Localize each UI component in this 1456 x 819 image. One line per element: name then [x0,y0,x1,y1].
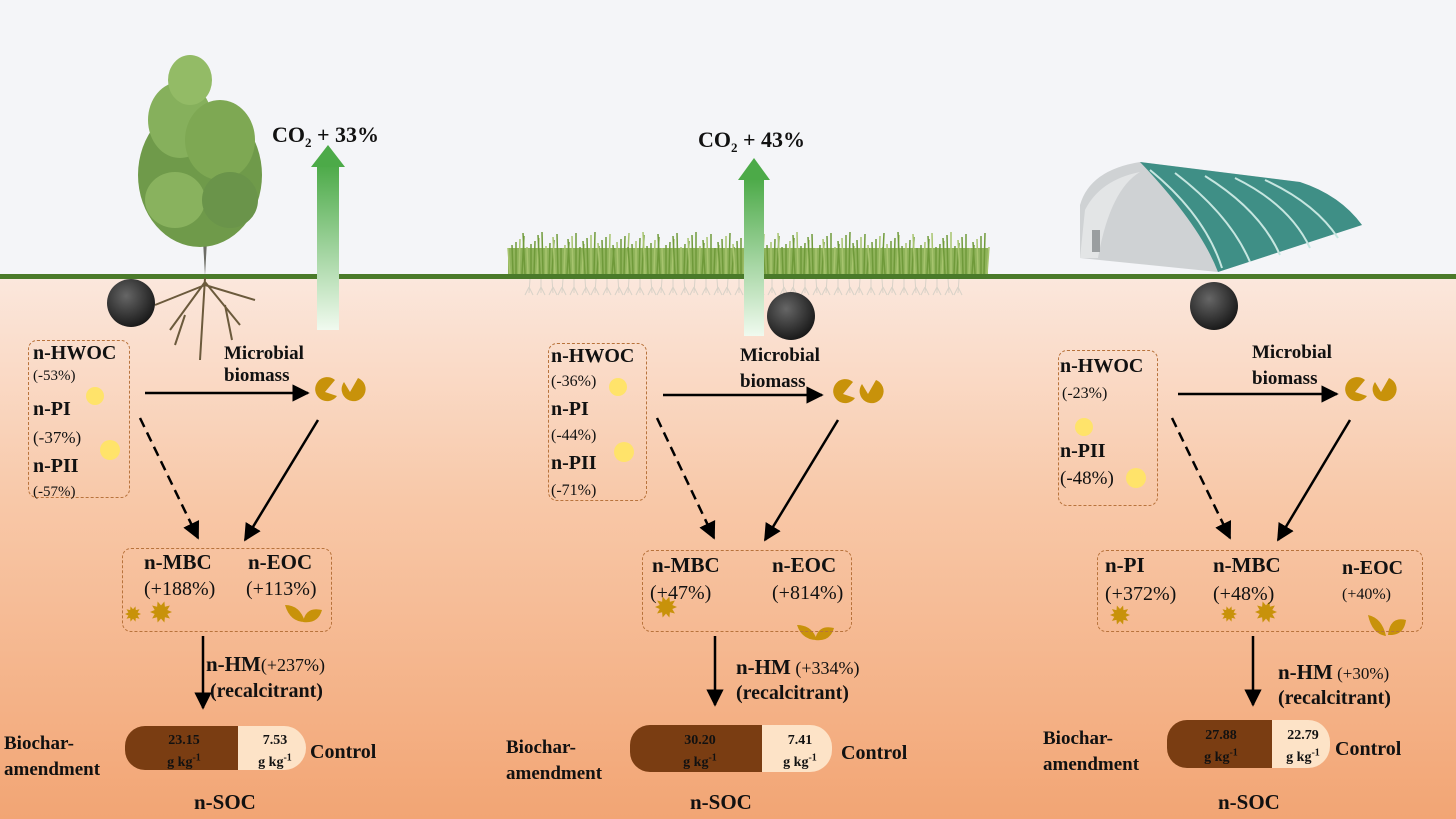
co2-arrow-icon [738,158,770,336]
soc-label-3: n-SOC [1218,790,1280,814]
label-n-mbc-1: n-MBC [144,550,212,574]
hm-label-3: n-HM (+30%) [1278,660,1390,684]
control-label-1: Control [310,741,377,763]
biochar-particle-icon [767,292,815,340]
label-n-pi-2: n-PI [551,398,589,420]
microbial-biomass-label-1: Microbial biomass [224,343,304,386]
recalcitrant-label-1: (recalcitrant) [210,680,323,702]
decreased-carbon-box-1 [28,340,130,498]
value-n-pii-2: (-71%) [551,482,597,499]
tree-icon [138,55,262,361]
decreased-carbon-box-2 [548,343,647,501]
control-soc-bar-1 [238,726,306,770]
label-n-pii-1: n-PII [33,455,79,477]
greenhouse-icon [1080,162,1362,272]
value-n-hwoc-1: (-53%) [33,368,76,384]
unit-exponent: -1 [283,752,292,763]
biochar-soc-bar-3 [1167,720,1275,768]
hm-label-2: n-HM (+334%) [736,655,860,679]
recalcitrant-label-3: (recalcitrant) [1278,687,1391,709]
nutrient-dot-icon [86,378,1146,488]
value-n-pi-3: (+372%) [1105,583,1177,605]
biochar-particle-icon [1190,282,1238,330]
co2-arrow-icon [311,145,345,330]
star-burst-icon [150,601,172,623]
label-n-pii-3: n-PII [1060,440,1106,462]
value-n-pi-1: (-37%) [33,428,82,447]
microbial-biomass-label-2: Microbial biomass [740,345,820,392]
soc-label-2: n-SOC [690,790,752,814]
label-n-eoc-1: n-EOC [248,550,313,574]
microbial-biomass-label-3: Microbial biomass [1252,342,1332,389]
value-n-mbc-2: (+47%) [650,582,712,604]
co2-label-2: CO2 + 43% [698,127,806,155]
increased-carbon-box-3 [1097,550,1423,632]
star-burst-icon [125,596,1277,625]
hm-label-1: n-HM(+237%) [206,652,325,676]
label-n-hwoc-2: n-HWOC [551,345,635,367]
soc-label-1: n-SOC [194,790,256,814]
star-burst-icon [1221,606,1237,622]
unit-exponent: -1 [808,752,817,763]
co2-label-1: CO2 + 33% [272,122,380,150]
value-n-mbc-1: (+188%) [144,578,216,600]
decreased-carbon-box-3 [1058,350,1158,506]
value-n-eoc-1: (+113%) [246,578,317,600]
value-n-eoc-2: (+814%) [772,582,844,604]
label-n-pi-1: n-PI [33,398,71,420]
value-n-eoc-3: (+40%) [1342,586,1392,603]
star-burst-icon [655,596,677,618]
increased-carbon-box-2 [642,550,852,632]
label-n-pii-2: n-PII [551,452,597,474]
control-soc-bar-3 [1272,720,1330,768]
label-n-hwoc-3: n-HWOC [1060,355,1144,377]
label-n-eoc-2: n-EOC [772,553,837,577]
increased-carbon-box-1 [122,548,332,632]
star-burst-icon [1255,601,1277,623]
recalcitrant-label-2: (recalcitrant) [736,682,849,704]
biochar-soc-bar-1 [125,726,240,770]
unit-exponent: -1 [1229,747,1238,758]
biochar-particle-icon [107,279,155,327]
control-label-2: Control [841,742,908,764]
microbial-biomass-icon [315,377,1397,404]
label-n-mbc-3: n-MBC [1213,553,1281,577]
unit-exponent: -1 [1311,747,1320,758]
ground-line [0,274,1456,279]
star-burst-icon [1110,605,1130,625]
control-soc-bar-2 [762,725,832,772]
biochar-soc-bar-2 [630,725,765,772]
biochar-label-3: Biochar-amendment [1043,728,1140,775]
value-n-pii-1: (-57%) [33,484,76,500]
star-burst-icon [125,606,141,622]
value-n-hwoc-2: (-36%) [551,373,597,390]
unit-exponent: -1 [708,752,717,763]
label-n-mbc-2: n-MBC [652,553,720,577]
value-n-pi-2: (-44%) [551,427,597,444]
unit-exponent: -1 [192,752,201,763]
label-n-pi-3: n-PI [1105,553,1145,577]
value-n-pii-3: (-48%) [1060,468,1114,489]
value-n-mbc-3: (+48%) [1213,583,1275,605]
control-label-3: Control [1335,738,1402,760]
value-n-hwoc-3: (-23%) [1062,385,1108,402]
label-n-hwoc-1: n-HWOC [33,342,117,364]
biochar-label-1: Biochar-amendment [4,733,101,780]
label-n-eoc-3: n-EOC [1342,557,1404,579]
biochar-label-2: Biochar-amendment [506,737,603,784]
